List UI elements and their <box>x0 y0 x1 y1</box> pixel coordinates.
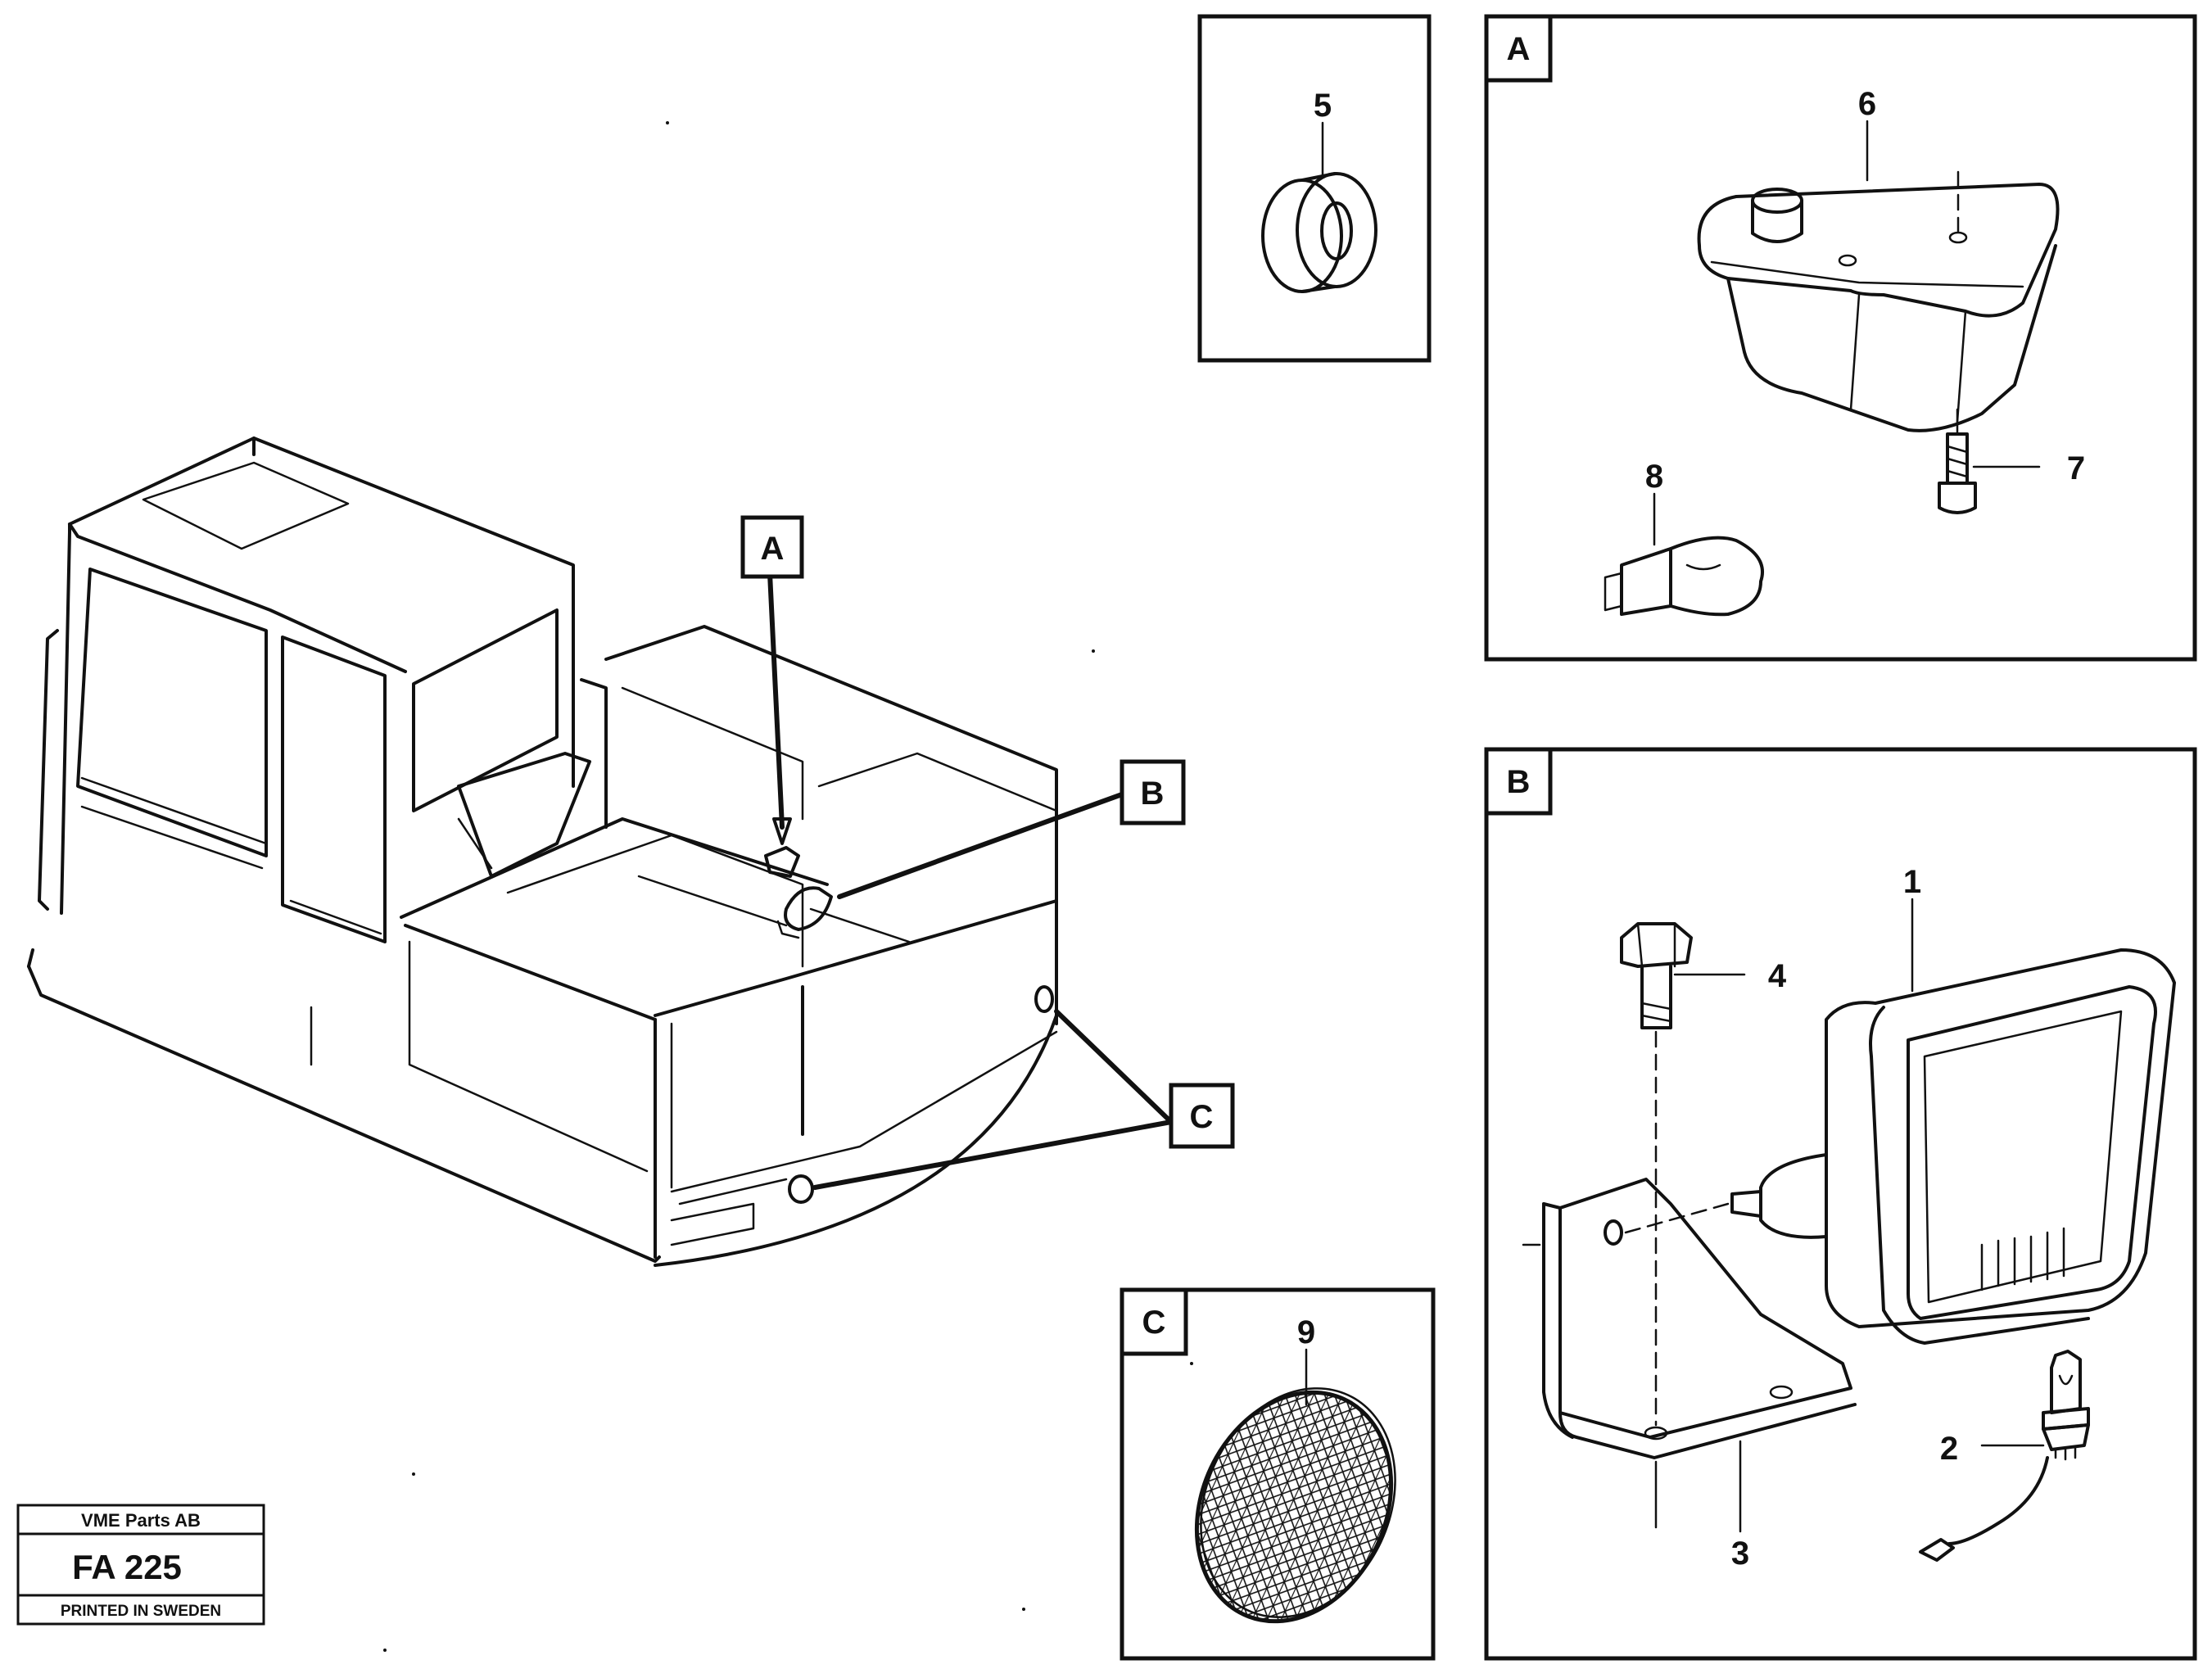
callout-tag-b-detail: B <box>1507 764 1531 800</box>
callout-tag-b-main: B <box>1120 759 1186 825</box>
company-name: VME Parts AB <box>81 1510 201 1531</box>
callout-tag-c-main: C <box>1169 1083 1235 1149</box>
excavator-body-illustration <box>27 436 1058 1267</box>
leader-lines-main <box>767 571 1174 1190</box>
svg-text:A: A <box>761 531 785 567</box>
detail-panel-part-5: 5 <box>1197 14 1432 363</box>
work-lamp-drawing <box>1730 948 2176 1345</box>
part-number-7: 7 <box>2067 450 2085 486</box>
figure-code: FA 225 <box>72 1548 182 1586</box>
bracket-drawing <box>1522 1178 1857 1529</box>
speck-marks <box>383 121 1193 1652</box>
beacon-lamp-drawing <box>1697 170 2060 436</box>
reflector-drawing <box>1194 1387 1396 1624</box>
detail-panel-b: B 1 4 <box>1484 747 2197 1661</box>
bolt-drawing <box>1620 922 1693 1427</box>
detail-panel-a: A 6 7 8 <box>1484 14 2197 662</box>
callout-tag-a-detail: A <box>1507 31 1531 67</box>
svg-text:C: C <box>1190 1099 1214 1135</box>
detail-panel-c: C 9 <box>1120 1287 1436 1661</box>
part-number-1: 1 <box>1903 864 1921 900</box>
callout-tag-c-detail: C <box>1142 1305 1166 1341</box>
part-number-5: 5 <box>1314 88 1332 124</box>
part-number-8: 8 <box>1645 459 1663 495</box>
svg-text:B: B <box>1141 776 1165 812</box>
callout-tag-a-main: A <box>740 515 804 579</box>
printed-in-label: PRINTED IN SWEDEN <box>61 1603 221 1620</box>
part-number-4: 4 <box>1768 958 1787 994</box>
part-number-9: 9 <box>1297 1314 1315 1350</box>
part-number-3: 3 <box>1731 1536 1749 1572</box>
screw-drawing <box>1938 432 1977 514</box>
title-block: VME Parts AB FA 225 PRINTED IN SWEDEN <box>16 1504 265 1626</box>
lamp-bulb-socket-drawing <box>1919 1350 2090 1562</box>
part-number-6: 6 <box>1858 86 1876 122</box>
bulb-drawing <box>1604 536 1764 617</box>
grommet-drawing <box>1261 172 1377 293</box>
part-number-2: 2 <box>1940 1431 1958 1467</box>
